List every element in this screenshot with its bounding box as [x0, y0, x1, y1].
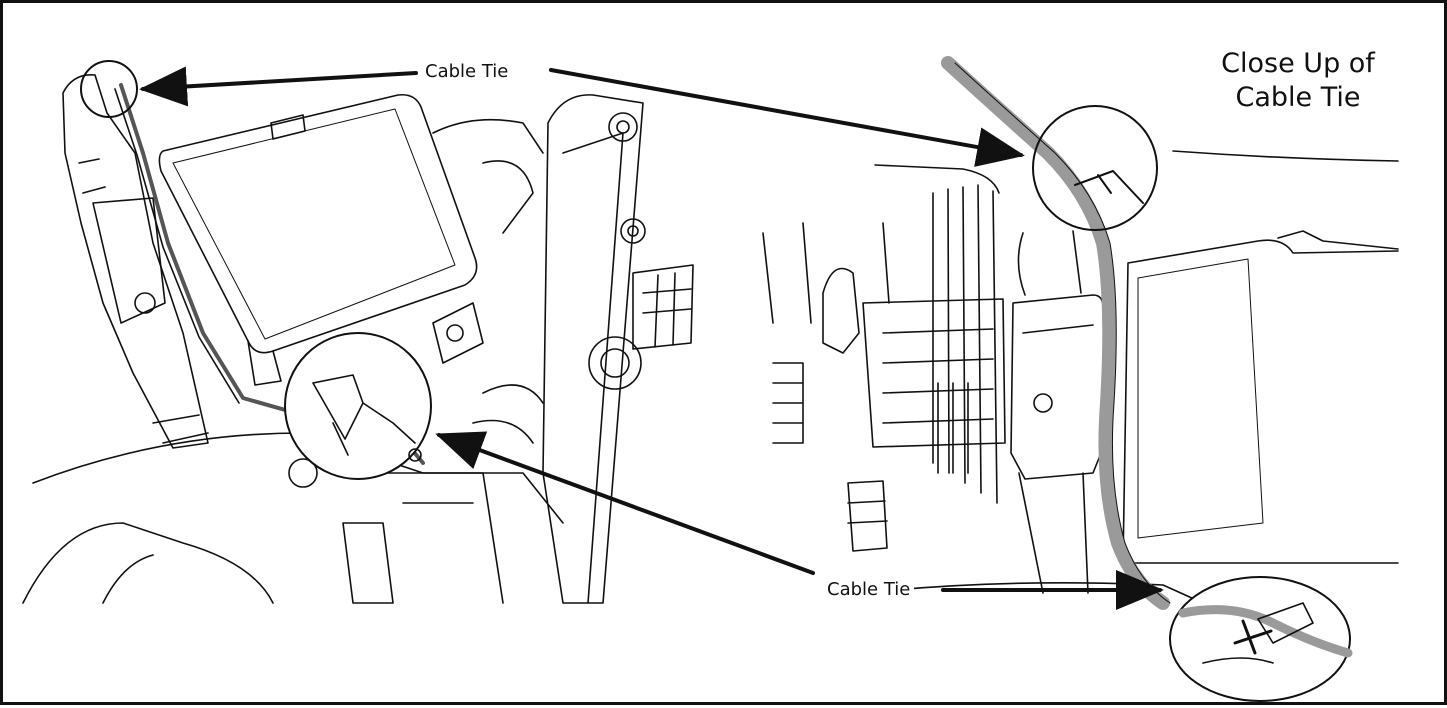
left-top-callout-circle [80, 60, 138, 118]
left-mid-callout-circle [284, 332, 432, 480]
vehicle-drawing [22, 56, 1399, 702]
closeup-cable-tie-top [1074, 170, 1144, 204]
right-top-callout-circle [1032, 105, 1158, 231]
pillar [542, 94, 644, 604]
left-bracket [62, 74, 209, 449]
arrow-to-right-top-tie [549, 68, 1025, 167]
right-harness [941, 56, 1170, 610]
callout-arrows [139, 66, 1164, 610]
fuse-box [158, 93, 478, 354]
right-fuse-box [1122, 239, 1399, 564]
arrow-to-left-mid-tie [435, 431, 815, 575]
left-engine-bay-drawing [22, 60, 694, 604]
ecu-module [1010, 294, 1106, 480]
top-cable-tie-label: Cable Tie [421, 61, 513, 83]
right-bottom-callout-circle [1169, 576, 1351, 702]
right-closeup-drawing [762, 56, 1399, 702]
arrow-to-left-top-tie [139, 66, 418, 107]
closeup-cable-tie-bottom [1233, 619, 1273, 655]
closeup-title: Close Up of Cable Tie [1221, 48, 1375, 113]
bottom-cable-tie-label: Cable Tie [823, 579, 915, 601]
